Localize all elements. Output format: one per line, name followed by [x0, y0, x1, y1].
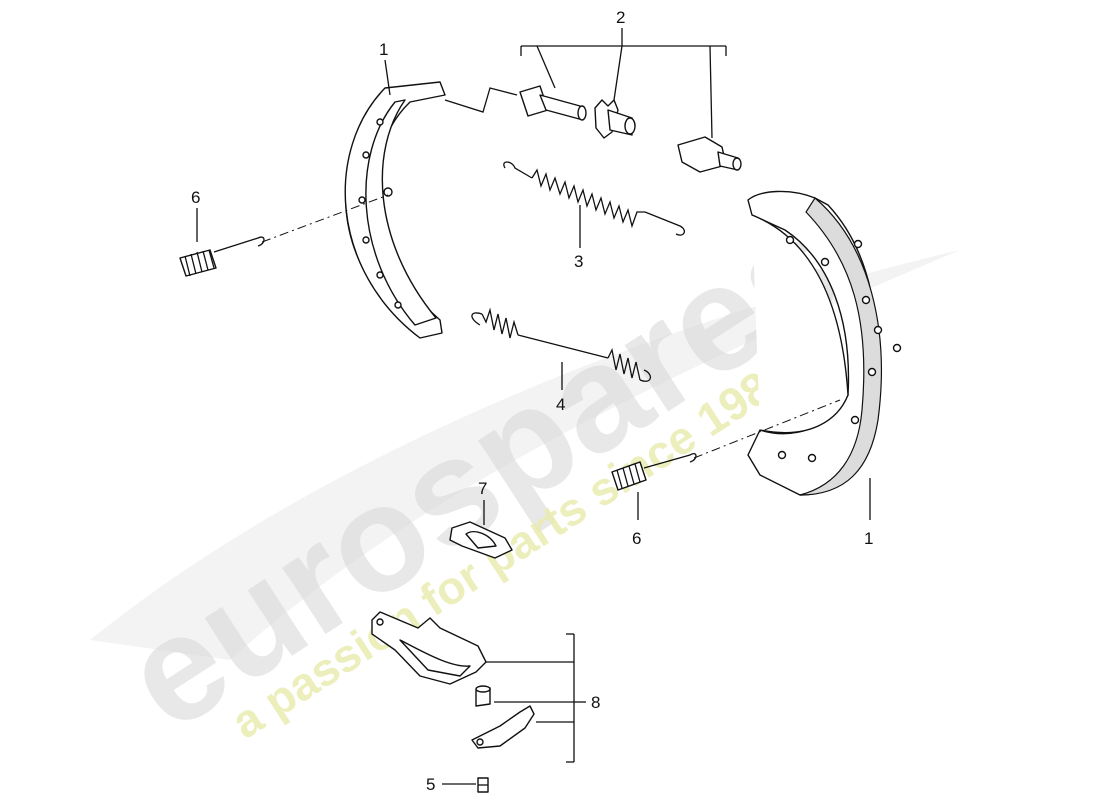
retaining-clip — [449, 521, 513, 559]
callout-2: 2 — [616, 8, 625, 27]
callout-7: 7 — [478, 479, 487, 498]
callout-6-left: 6 — [191, 188, 200, 207]
callout-5: 5 — [426, 775, 435, 794]
adjuster-star-wheel — [594, 99, 636, 139]
hold-down-spring-left — [179, 194, 389, 277]
hold-down-spring-right — [611, 399, 841, 491]
brake-shoe-left — [344, 81, 446, 339]
adjuster-screw — [519, 85, 587, 121]
watermark-swoosh — [90, 250, 960, 660]
lower-return-spring — [471, 307, 651, 382]
callout-8-bracket — [486, 633, 586, 763]
callout-3: 3 — [574, 252, 583, 271]
pin-part-5 — [442, 777, 489, 793]
callout-1-left: 1 — [379, 40, 388, 59]
callout-1-right: 1 — [864, 529, 873, 548]
callout-4: 4 — [556, 395, 565, 414]
adjuster-sleeve — [677, 136, 742, 173]
brake-shoe-right — [747, 190, 902, 496]
upper-return-spring — [503, 161, 685, 236]
parking-lever-assembly — [371, 611, 535, 749]
callout-2-bracket — [520, 28, 727, 139]
callout-6-right: 6 — [632, 529, 641, 548]
callout-8: 8 — [591, 693, 600, 712]
